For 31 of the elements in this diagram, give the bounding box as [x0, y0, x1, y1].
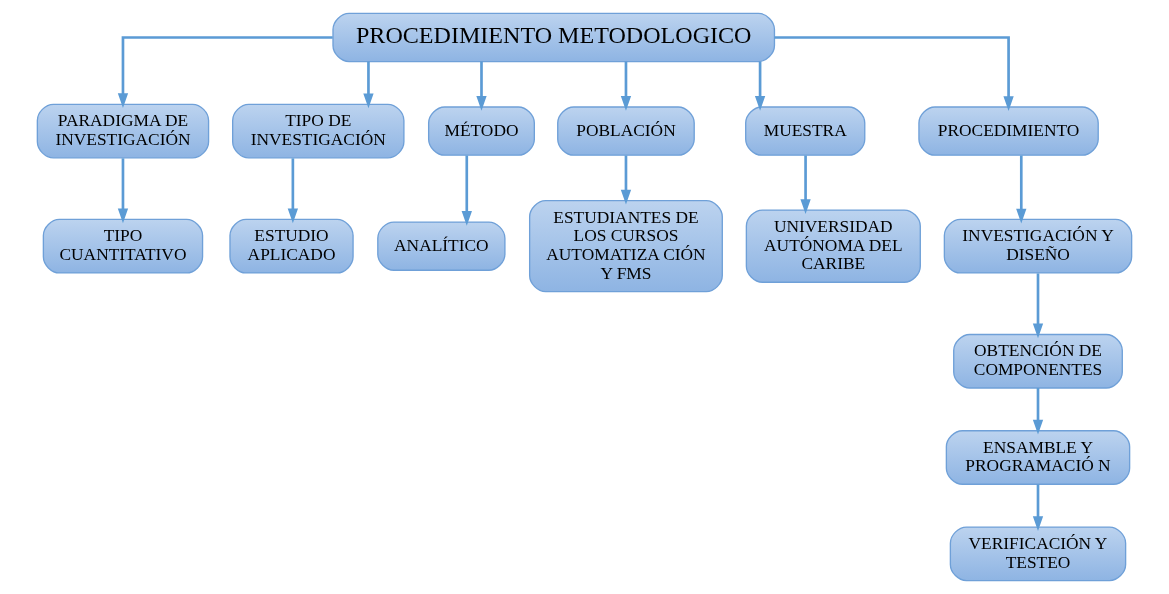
- arrow: [117, 158, 129, 224]
- arrow: [461, 155, 472, 226]
- arrow: [1016, 155, 1027, 224]
- arrow: [117, 36, 333, 109]
- node-box: INVESTIGACIÓN Y DISEÑO: [943, 218, 1133, 274]
- arrow: [620, 155, 632, 205]
- node-box: ESTUDIO APLICADO: [229, 218, 354, 274]
- node-box: OBTENCIÓN DE COMPONENTES: [953, 333, 1123, 389]
- node-box: ENSAMBLE Y PROGRAMACIÓ N: [945, 430, 1131, 485]
- node-box: PROCEDIMIENTO: [918, 106, 1099, 156]
- arrow: [1032, 484, 1044, 531]
- arrow: [800, 155, 811, 215]
- arrow: [754, 61, 766, 111]
- node-box: POBLACIÓN: [557, 106, 695, 156]
- arrow: [287, 158, 299, 224]
- arrow: [1032, 388, 1044, 435]
- node-box: PROCEDIMIENTO METODOLOGICO: [332, 12, 776, 63]
- node-box: VERIFICACIÓN Y TESTEO: [949, 526, 1127, 582]
- arrow: [363, 61, 374, 109]
- node-box: ESTUDIANTES DE LOS CURSOS AUTOMATIZA CIÓN Y FMS: [529, 200, 723, 293]
- node-box: UNIVERSIDAD AUTÓNOMA DEL CARIBE: [745, 209, 921, 283]
- arrow: [620, 61, 632, 111]
- node-box: MÉTODO: [427, 106, 535, 156]
- node-box: PARADIGMA DE INVESTIGACIÓN: [36, 103, 210, 159]
- arrow: [774, 36, 1014, 112]
- node-box: MUESTRA: [745, 106, 866, 156]
- node-box: ANALÍTICO: [377, 221, 506, 271]
- node-box: TIPO CUANTITATIVO: [42, 218, 204, 274]
- arrow: [476, 61, 487, 111]
- node-box: TIPO DE INVESTIGACIÓN: [232, 103, 405, 159]
- arrow: [1032, 273, 1044, 339]
